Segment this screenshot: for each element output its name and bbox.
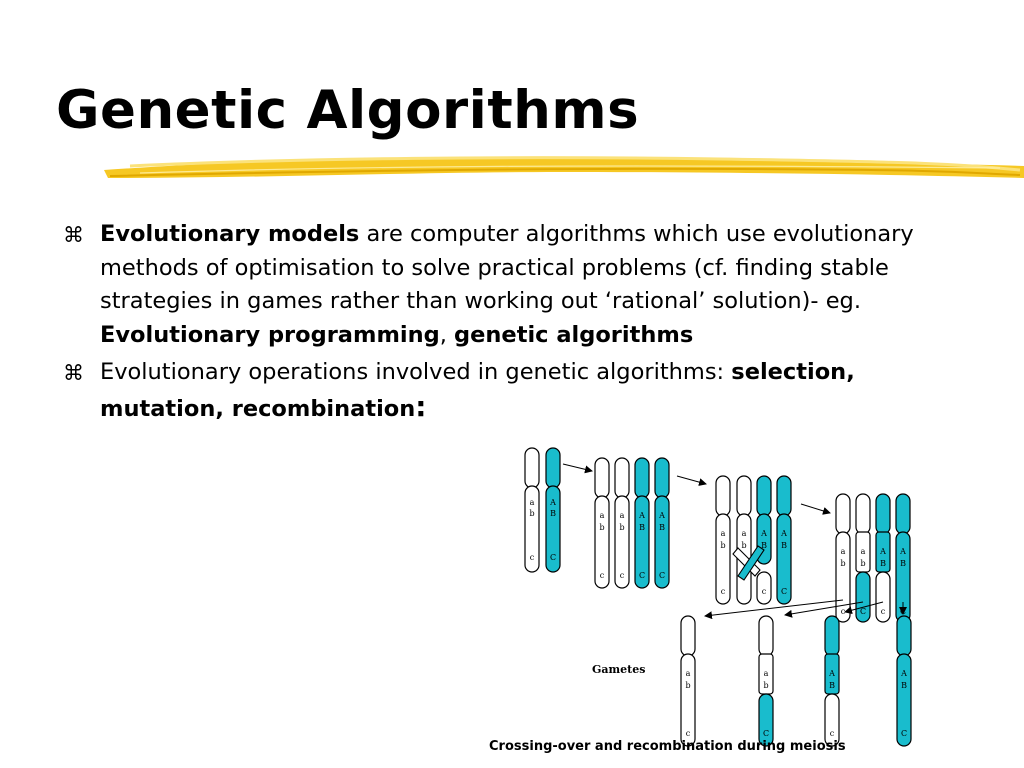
svg-text:b: b xyxy=(720,541,725,550)
svg-text:c: c xyxy=(686,729,691,738)
svg-text:a: a xyxy=(861,547,866,556)
svg-text:A: A xyxy=(638,511,645,520)
svg-text:c: c xyxy=(830,729,835,738)
stage-1-chromosomes: a b c A B C xyxy=(524,447,561,573)
svg-text:c: c xyxy=(530,553,535,562)
svg-text:B: B xyxy=(550,509,556,518)
bullet-evolutionary-operations: ⌘ Evolutionary operations involved in ge… xyxy=(63,359,855,423)
meiosis-crossing-over-figure: a b c A B C a b c a b c A B C xyxy=(489,447,912,754)
svg-text:C: C xyxy=(550,553,556,562)
svg-text:c: c xyxy=(841,607,846,616)
svg-text:c: c xyxy=(620,571,625,580)
svg-text:A: A xyxy=(900,669,907,678)
bold-genetic-algorithms: genetic algorithms xyxy=(454,321,694,348)
svg-text:A: A xyxy=(780,529,787,538)
svg-text:B: B xyxy=(659,523,665,532)
svg-text:c: c xyxy=(721,587,726,596)
place-of-interest-icon: ⌘ xyxy=(63,223,84,247)
svg-text:a: a xyxy=(742,529,747,538)
stage-2-chromosomes: a b c a b c A B C A B C xyxy=(594,457,670,589)
svg-text:B: B xyxy=(781,541,787,550)
svg-text:a: a xyxy=(530,498,535,507)
highlighter-underline xyxy=(104,156,1024,178)
svg-text:A: A xyxy=(760,529,767,538)
gametes-label: Gametes xyxy=(592,663,645,676)
svg-text:c: c xyxy=(600,571,605,580)
figure-caption: Crossing-over and recombination during m… xyxy=(489,739,846,754)
svg-text:b: b xyxy=(860,559,865,568)
svg-text:a: a xyxy=(620,511,625,520)
svg-text:b: b xyxy=(529,509,534,518)
svg-text:a: a xyxy=(721,529,726,538)
svg-text:B: B xyxy=(900,559,906,568)
svg-text:B: B xyxy=(761,541,767,550)
bullet-evolutionary-models: ⌘ Evolutionary models are computer algor… xyxy=(63,221,914,348)
svg-text:A: A xyxy=(549,498,556,507)
place-of-interest-icon: ⌘ xyxy=(63,361,84,385)
svg-text:a: a xyxy=(600,511,605,520)
svg-text:c: c xyxy=(881,607,886,616)
svg-text:C: C xyxy=(860,607,866,616)
svg-text:C: C xyxy=(763,729,769,738)
svg-text:b: b xyxy=(685,681,690,690)
svg-text:C: C xyxy=(639,571,645,580)
gamete-chromosomes: a b c a b C A B c A B C xyxy=(680,615,912,747)
svg-text:b: b xyxy=(840,559,845,568)
svg-text:C: C xyxy=(659,571,665,580)
svg-text:B: B xyxy=(829,681,835,690)
svg-text:B: B xyxy=(880,559,886,568)
svg-text:A: A xyxy=(879,547,886,556)
stage-4-chromosomes: a b c a b C A B c A B C xyxy=(835,493,911,623)
svg-text:A: A xyxy=(899,547,906,556)
svg-text:a: a xyxy=(841,547,846,556)
slide-title: Genetic Algorithms xyxy=(56,80,640,141)
svg-text:b: b xyxy=(763,681,768,690)
svg-text:a: a xyxy=(764,669,769,678)
bold-evolutionary-models: Evolutionary models xyxy=(100,221,360,247)
svg-text:b: b xyxy=(619,523,624,532)
svg-text:b: b xyxy=(599,523,604,532)
svg-text:B: B xyxy=(901,681,907,690)
bold-operations: selection, mutation, recombination xyxy=(100,359,855,422)
svg-text:A: A xyxy=(658,511,665,520)
svg-text:a: a xyxy=(686,669,691,678)
svg-text:C: C xyxy=(901,729,907,738)
svg-text:C: C xyxy=(781,587,787,596)
svg-text:A: A xyxy=(828,669,835,678)
bullet-list: ⌘ Evolutionary models are computer algor… xyxy=(60,218,960,430)
bold-evolutionary-programming: Evolutionary programming xyxy=(100,321,440,348)
svg-text:c: c xyxy=(762,587,767,596)
svg-text:b: b xyxy=(741,541,746,550)
svg-text:B: B xyxy=(639,523,645,532)
stage-3-crossing-over: a b c a b A B c A B C xyxy=(715,475,792,605)
